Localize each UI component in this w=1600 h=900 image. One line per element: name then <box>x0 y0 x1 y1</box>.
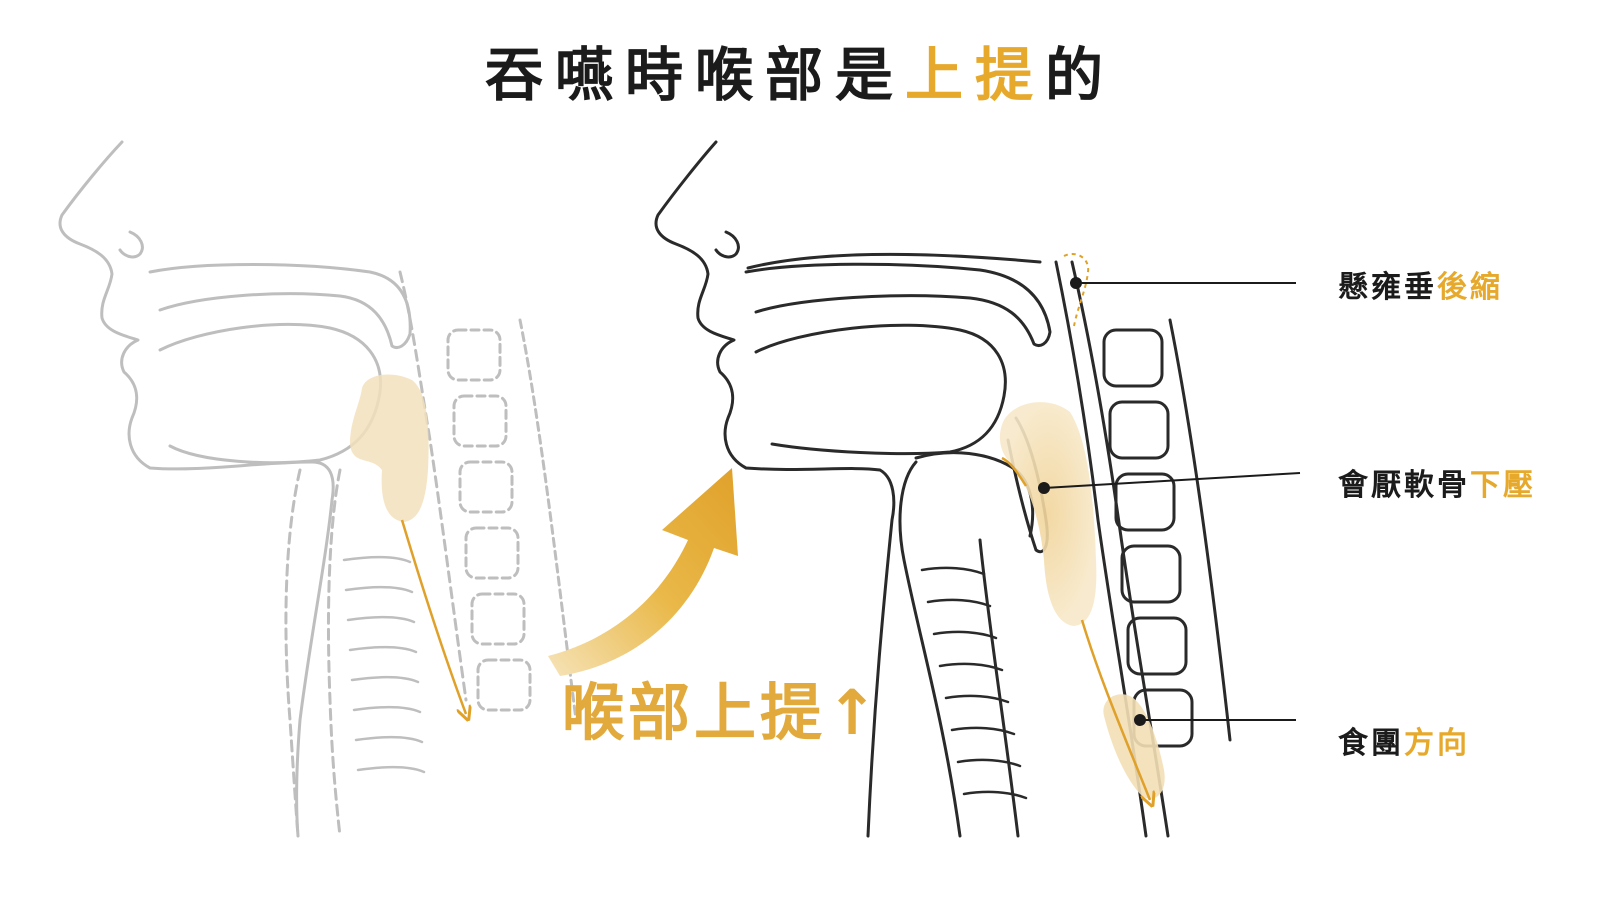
palate-left <box>148 263 412 349</box>
palate-right <box>744 262 1052 347</box>
title-part1: 吞嚥時喉部是 <box>484 41 905 109</box>
callout-uvula-accent: 後縮 <box>1437 270 1503 305</box>
resting-anatomy <box>58 140 578 838</box>
swallowing-anatomy <box>654 140 1232 838</box>
pharynx-wall-left <box>398 270 468 702</box>
callout-uvula: 懸雍垂後縮 <box>1338 262 1503 306</box>
epiglottis-motion-arrow <box>1001 456 1028 487</box>
face-profile-right <box>654 140 896 838</box>
big-upward-arrow <box>548 468 738 676</box>
tongue-right <box>754 323 1007 456</box>
callout-leaders <box>1038 277 1301 726</box>
callout-bolus-accent: 方向 <box>1404 726 1470 761</box>
callout-bolus: 食團方向 <box>1338 718 1470 762</box>
title-part3: 的 <box>1045 41 1116 109</box>
callout-epiglottis: 會厭軟骨下壓 <box>1338 460 1536 504</box>
page-title: 吞嚥時喉部是上提的 <box>0 28 1600 112</box>
larynx-lift-label: 喉部上提↑ <box>562 662 882 752</box>
uvula-outline <box>1063 253 1090 327</box>
callout-uvula-dark: 懸雍垂 <box>1338 270 1437 305</box>
callout-epiglottis-dark: 會厭軟骨 <box>1338 468 1470 503</box>
callout-epiglottis-accent: 下壓 <box>1470 468 1536 503</box>
up-arrow-icon: ↑ <box>826 676 882 749</box>
face-profile-left <box>58 140 335 838</box>
title-highlight: 上提 <box>904 41 1045 109</box>
bolus-left <box>350 374 429 522</box>
tongue-left <box>158 322 383 465</box>
larynx-lift-text: 喉部上提 <box>562 676 827 749</box>
callout-bolus-dark: 食團 <box>1338 726 1404 761</box>
bolus-right <box>999 402 1097 626</box>
bolus-path-right <box>1080 619 1150 800</box>
bolus-path-left <box>400 519 466 714</box>
